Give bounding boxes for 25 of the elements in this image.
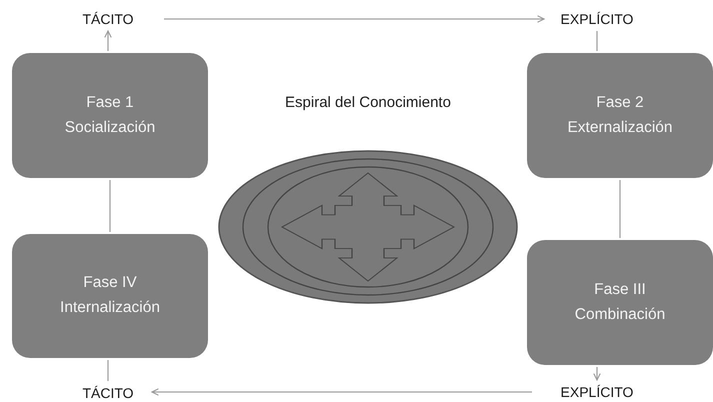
phase-name: Internalización [60,298,160,318]
knowledge-type-label: TÁCITO [82,384,134,400]
connector-line [619,180,621,238]
phase-number: Fase 2 [596,92,644,113]
phase-box [12,234,208,358]
knowledge-type-label: TÁCITO [82,11,134,27]
connector-line [596,31,598,51]
arrow [151,388,532,396]
phase-number: Fase III [594,280,646,300]
phase-box [527,240,713,365]
phase-name: Socialización [64,118,156,138]
diagram-title: Espiral del Conocimiento [284,94,452,111]
phase-name: Externalización [567,118,673,138]
phase-name: Combinación [574,304,666,324]
connector-line [109,180,111,232]
knowledge-type-label: EXPLÍCITO [560,11,634,27]
connector-line [107,360,109,381]
phase-box [527,53,713,178]
phase-box [12,53,208,178]
arrow [593,367,601,381]
arrow [164,15,545,23]
arrow [104,30,112,51]
phase-number: Fase 1 [86,92,134,113]
knowledge-type-label: EXPLÍCITO [560,384,634,400]
phase-number: Fase IV [83,273,137,294]
